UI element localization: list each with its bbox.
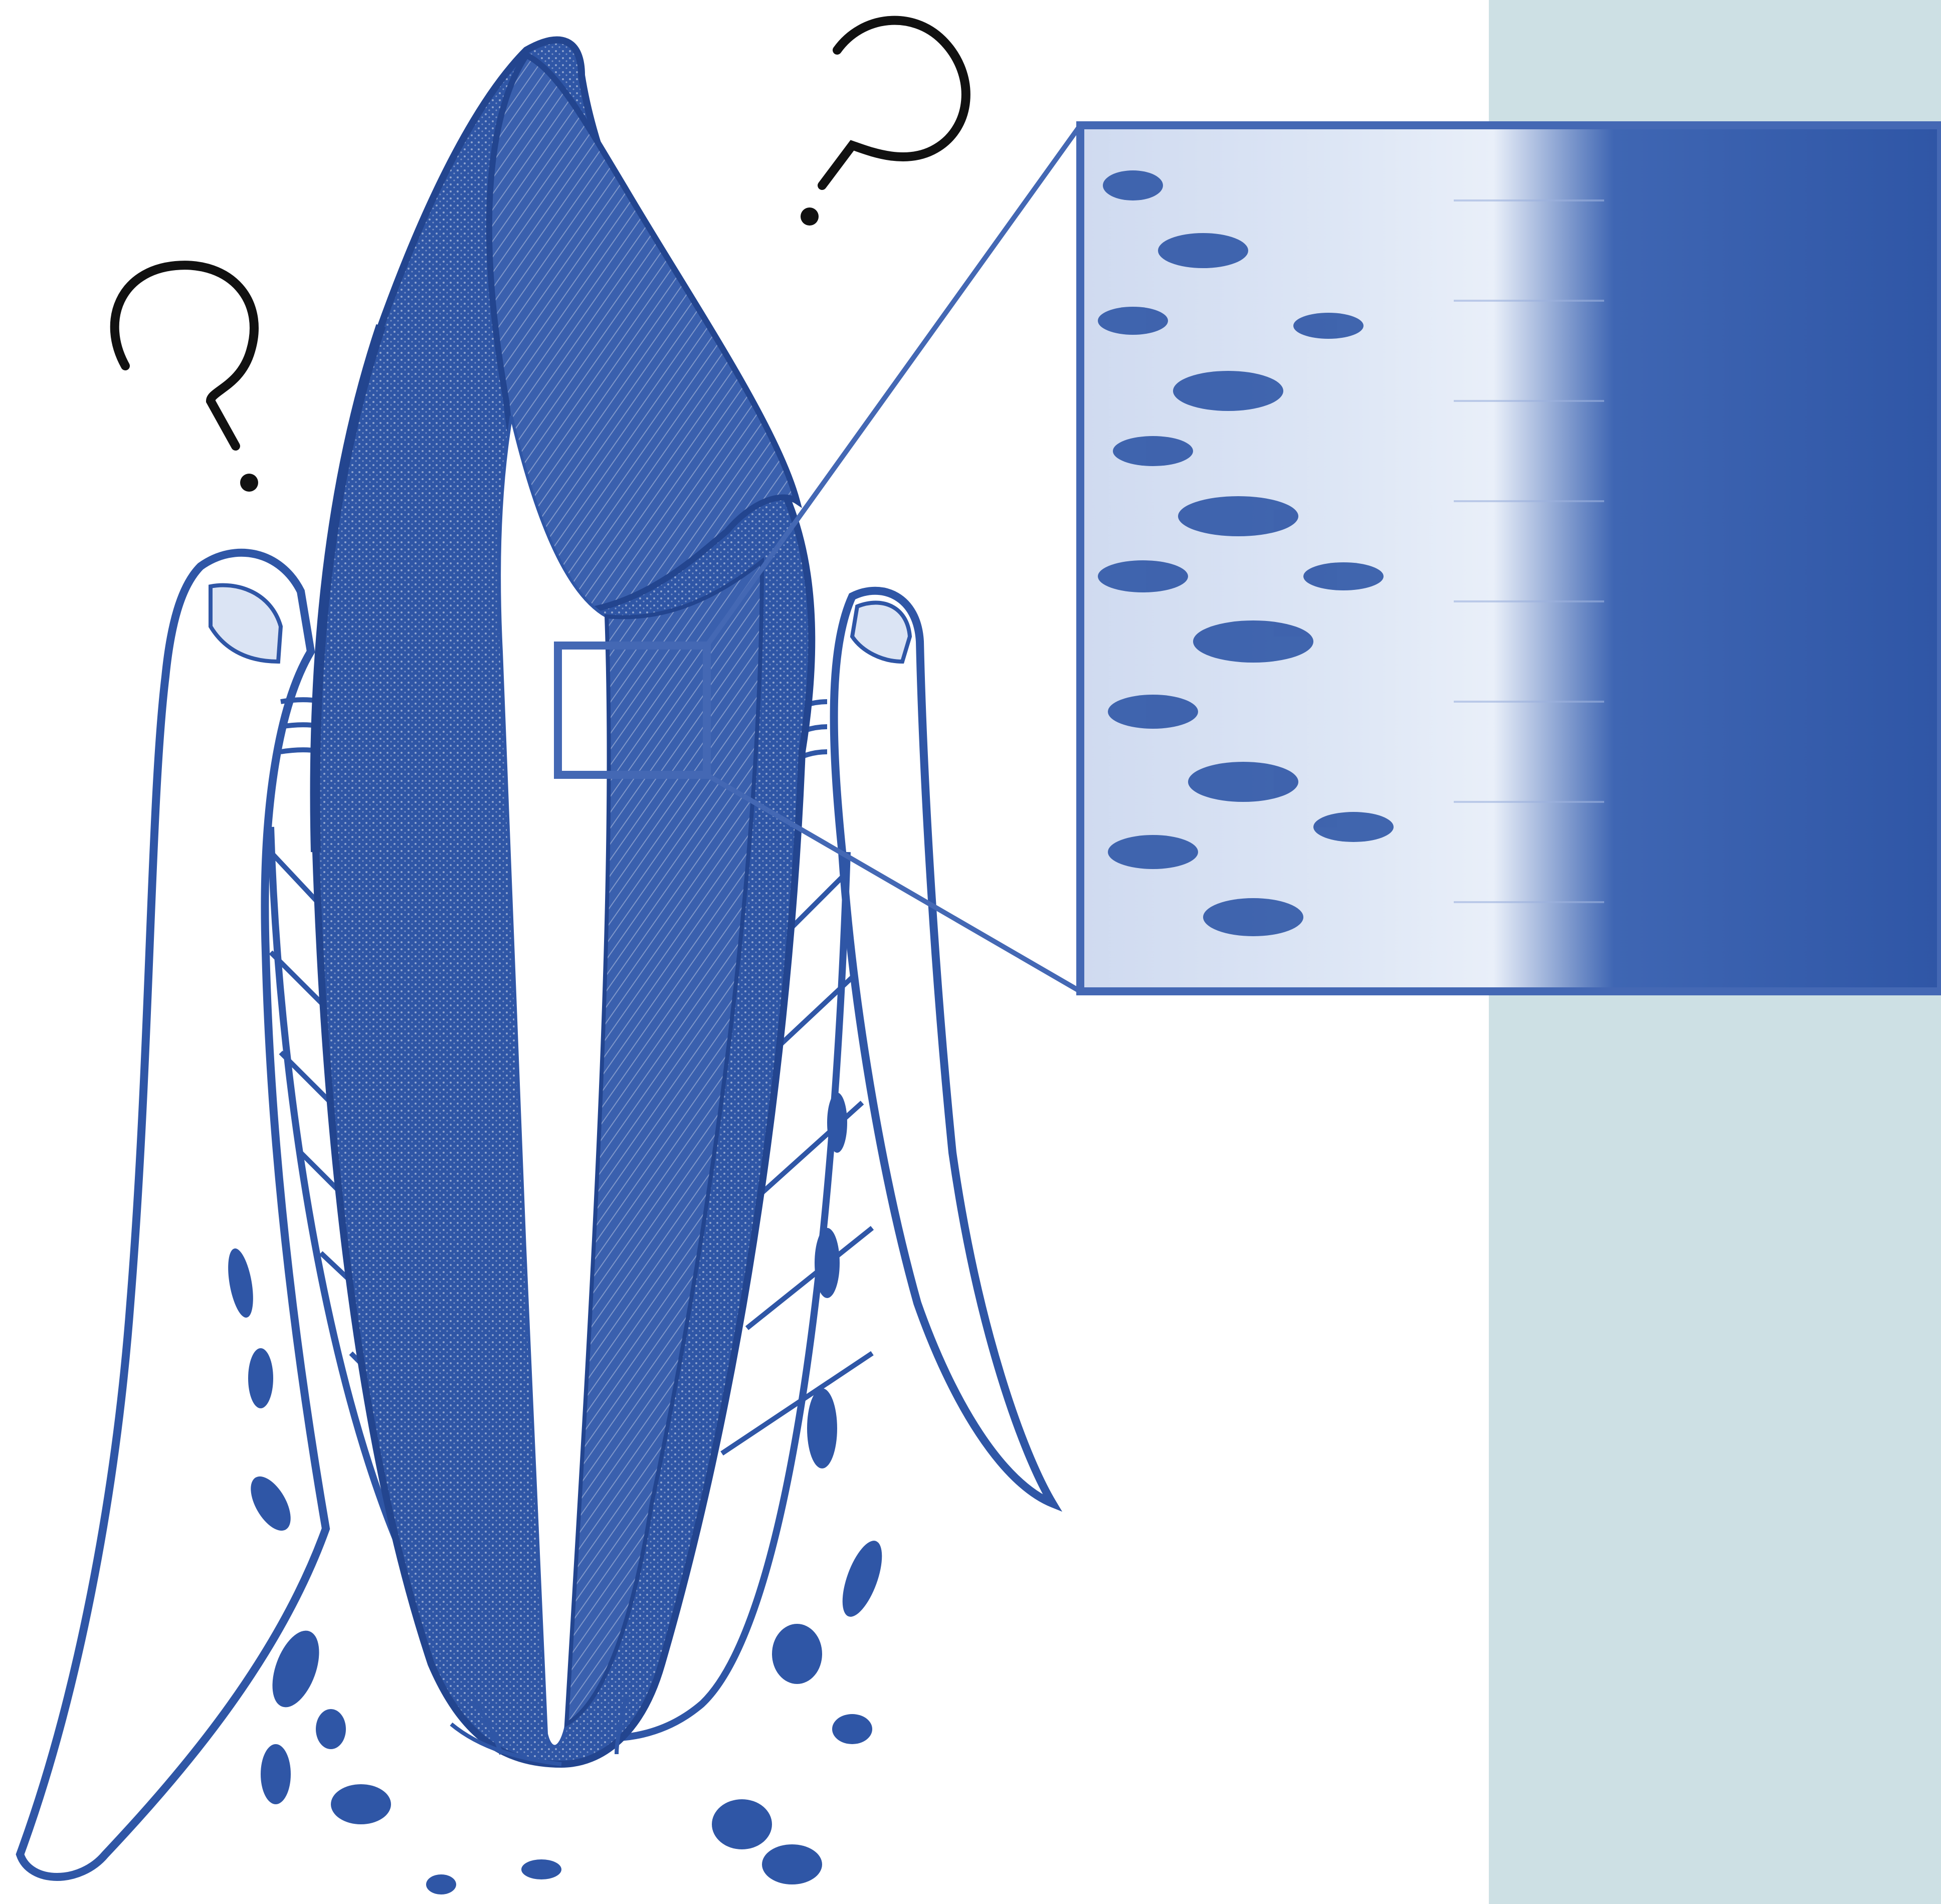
- alveolar-bone-right: [834, 591, 1053, 1504]
- tooth: [315, 40, 812, 1764]
- question-mark-icon: [801, 21, 966, 226]
- callout-connector-top: [707, 125, 1080, 646]
- bone-crest-right: [834, 591, 1053, 1504]
- magnified-inset: [1080, 125, 1941, 991]
- question-mark-icon: [115, 265, 258, 492]
